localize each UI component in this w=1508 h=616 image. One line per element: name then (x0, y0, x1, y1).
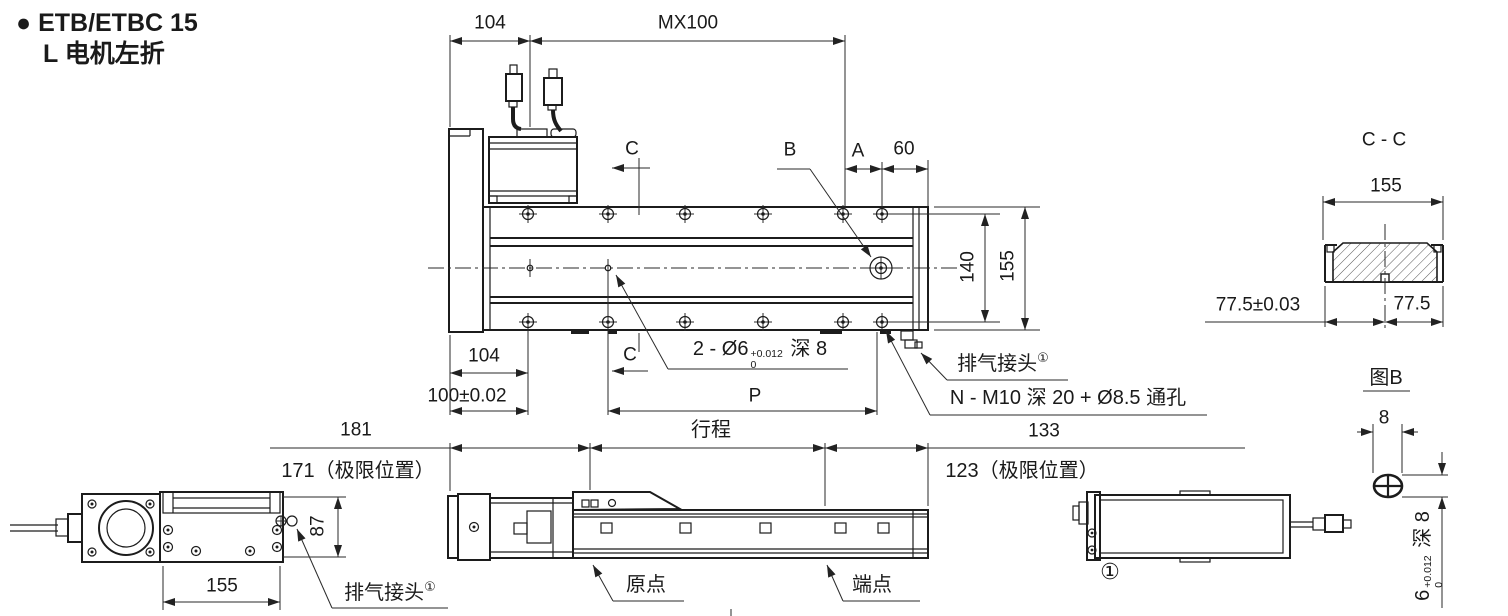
dim-104-top: 104 (474, 12, 506, 34)
dim-mx100: MX100 (657, 12, 719, 34)
exhaust-fitting-end (275, 515, 298, 527)
origin-label: 原点 (626, 574, 666, 596)
cable-connector-2 (543, 77, 563, 106)
model-name: ETB/ETBC 15 (38, 9, 198, 37)
cc-dim-155: 155 (1370, 175, 1402, 197)
dim-181: 181 (340, 419, 372, 441)
dim-60: 60 (893, 138, 915, 160)
bottom-dimensions (270, 443, 1245, 506)
plan-dimensions (449, 35, 1207, 416)
dim-155-right: 155 (997, 250, 1019, 282)
exhaust-fitting-plan (900, 330, 923, 349)
section-label-c-top: C (625, 138, 639, 160)
title-bullet: ● (16, 9, 32, 37)
detail-b-view (1357, 390, 1448, 608)
motor-mount-plate (448, 128, 484, 333)
slider-rails (490, 237, 913, 304)
motor-flange (81, 493, 161, 563)
motor-side (489, 497, 574, 559)
dim-155-left: 155 (206, 575, 238, 597)
motor-cable-connectors (505, 64, 563, 133)
plan-view (428, 64, 958, 349)
motor-circle (98, 500, 154, 556)
tol-plus: +0.012 (750, 348, 783, 360)
detail-b-dim-8: 8 (1378, 407, 1390, 429)
right-side-view (1072, 490, 1352, 563)
slot-note-suffix: 深 8 (1412, 511, 1434, 554)
dim-140: 140 (957, 251, 979, 283)
mounting-holes-bottom (519, 313, 891, 331)
tol-minus: 0 (750, 358, 757, 371)
hole-b (869, 256, 893, 280)
connector-pin (548, 68, 558, 79)
variant-name: L 电机左折 (43, 40, 165, 69)
dim-123-limit: 123（极限位置） (945, 460, 1099, 482)
exhaust-label-end: 排气接头① (344, 580, 436, 604)
mounting-holes-top (519, 205, 891, 223)
dim-104-bottom: 104 (468, 345, 500, 367)
dim-100-tol: 100±0.02 (427, 385, 507, 407)
mount-hole-note: N - M10 深 20 + Ø8.5 通孔 (949, 387, 1187, 409)
hole-label-b: B (783, 139, 797, 161)
body-end (159, 491, 284, 563)
footnote-ref-icon: ① (424, 579, 436, 595)
tol-plus: +0.012 (1422, 555, 1434, 588)
cable-connector-1 (505, 73, 523, 102)
front-view (447, 491, 929, 616)
dim-87: 87 (307, 515, 329, 537)
tol-minus: 0 (1432, 581, 1445, 588)
cc-dim-775-tol: 77.5±0.03 (1215, 294, 1301, 316)
exhaust-label-plan: 排气接头① (957, 351, 1049, 375)
drawing-title: ● ETB/ETBC 15 L 电机左折 (16, 8, 198, 71)
detail-b-title: 图B (1369, 367, 1403, 389)
left-end-view (10, 491, 448, 610)
dowel-note-prefix: 2 - Ø6 (692, 338, 749, 360)
footnote-marker: ① (1100, 558, 1120, 584)
section-label-c-bottom: C (623, 344, 637, 366)
motor-plan (488, 128, 578, 204)
cc-dim-775: 77.5 (1393, 293, 1431, 315)
dim-stroke: 行程 (691, 419, 731, 441)
exhaust-text: 排气接头 (957, 352, 1038, 375)
footnote-ref-icon: ① (1037, 350, 1049, 366)
dim-p: P (748, 385, 762, 407)
dim-label-a: A (851, 140, 865, 162)
dowel-note-suffix: 深 8 (784, 338, 828, 360)
dowel-holes (526, 259, 612, 277)
dim-133: 133 (1028, 420, 1060, 442)
slot-note-prefix: 6 (1412, 589, 1434, 601)
endpoint-label: 端点 (852, 574, 892, 596)
connector-pin (509, 64, 518, 75)
section-cc-title: C - C (1361, 129, 1407, 151)
section-cc-view (1205, 196, 1444, 328)
exhaust-text: 排气接头 (344, 581, 425, 604)
dim-171-limit: 171（极限位置） (281, 460, 435, 482)
